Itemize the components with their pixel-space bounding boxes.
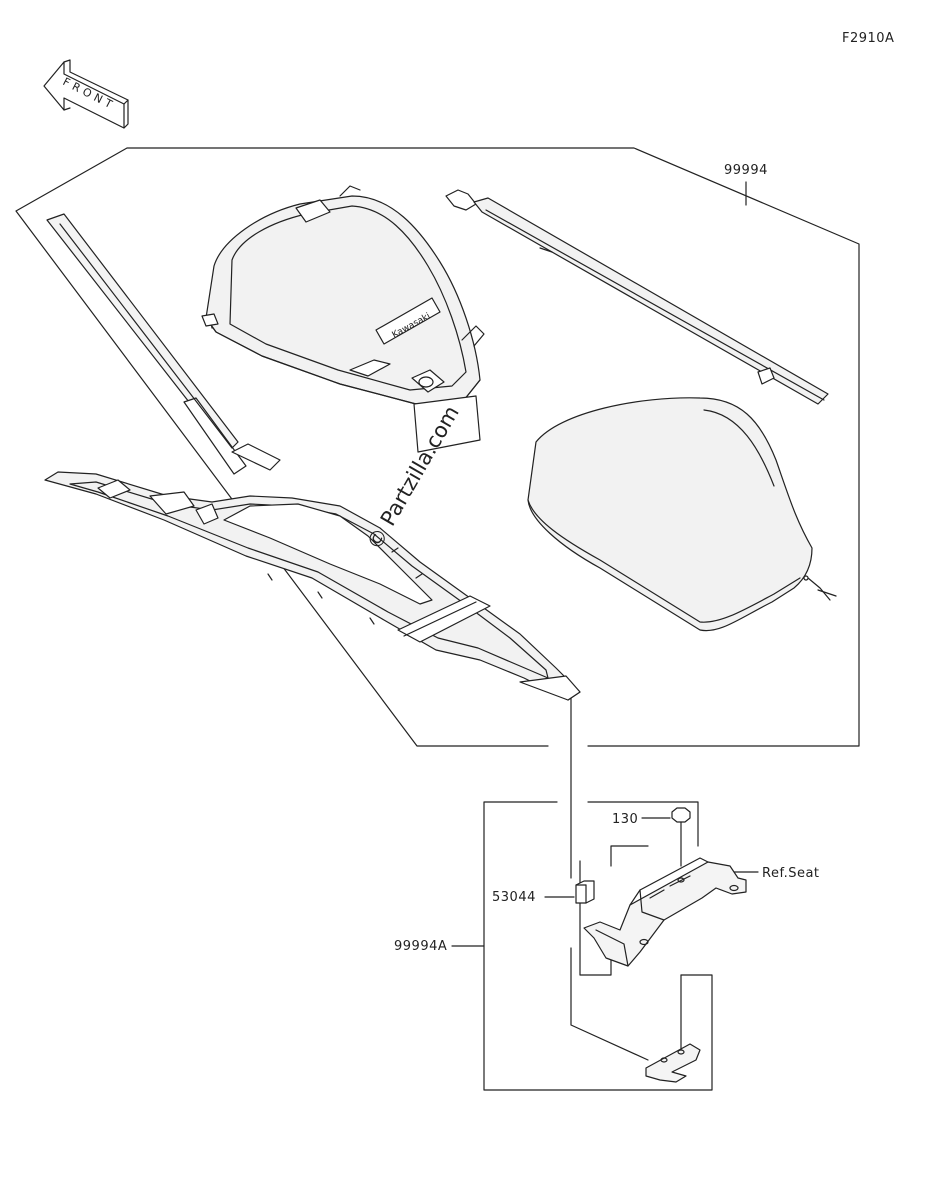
part-label-99994: 99994 (724, 163, 768, 178)
part-label-53044: 53044 (492, 890, 536, 905)
seat-bracket (583, 857, 747, 967)
kit-outline (15, 147, 860, 747)
cover-strap (445, 189, 829, 405)
lower-plate (645, 974, 701, 1083)
tank-bag (201, 185, 485, 453)
bolt-130 (641, 807, 691, 867)
tank-strap (46, 213, 281, 475)
front-arrow-icon (43, 59, 129, 129)
rubber-53044 (544, 880, 595, 904)
part-label-130: 130 (612, 812, 639, 827)
part-label-99994a: 99994A (394, 939, 448, 954)
diagram-code: F2910A (842, 31, 895, 46)
tank-bag-base (44, 471, 581, 701)
bag-cover (527, 397, 837, 632)
part-label-ref-seat: Ref.Seat (762, 866, 820, 881)
kit-a-outline (483, 801, 713, 1091)
